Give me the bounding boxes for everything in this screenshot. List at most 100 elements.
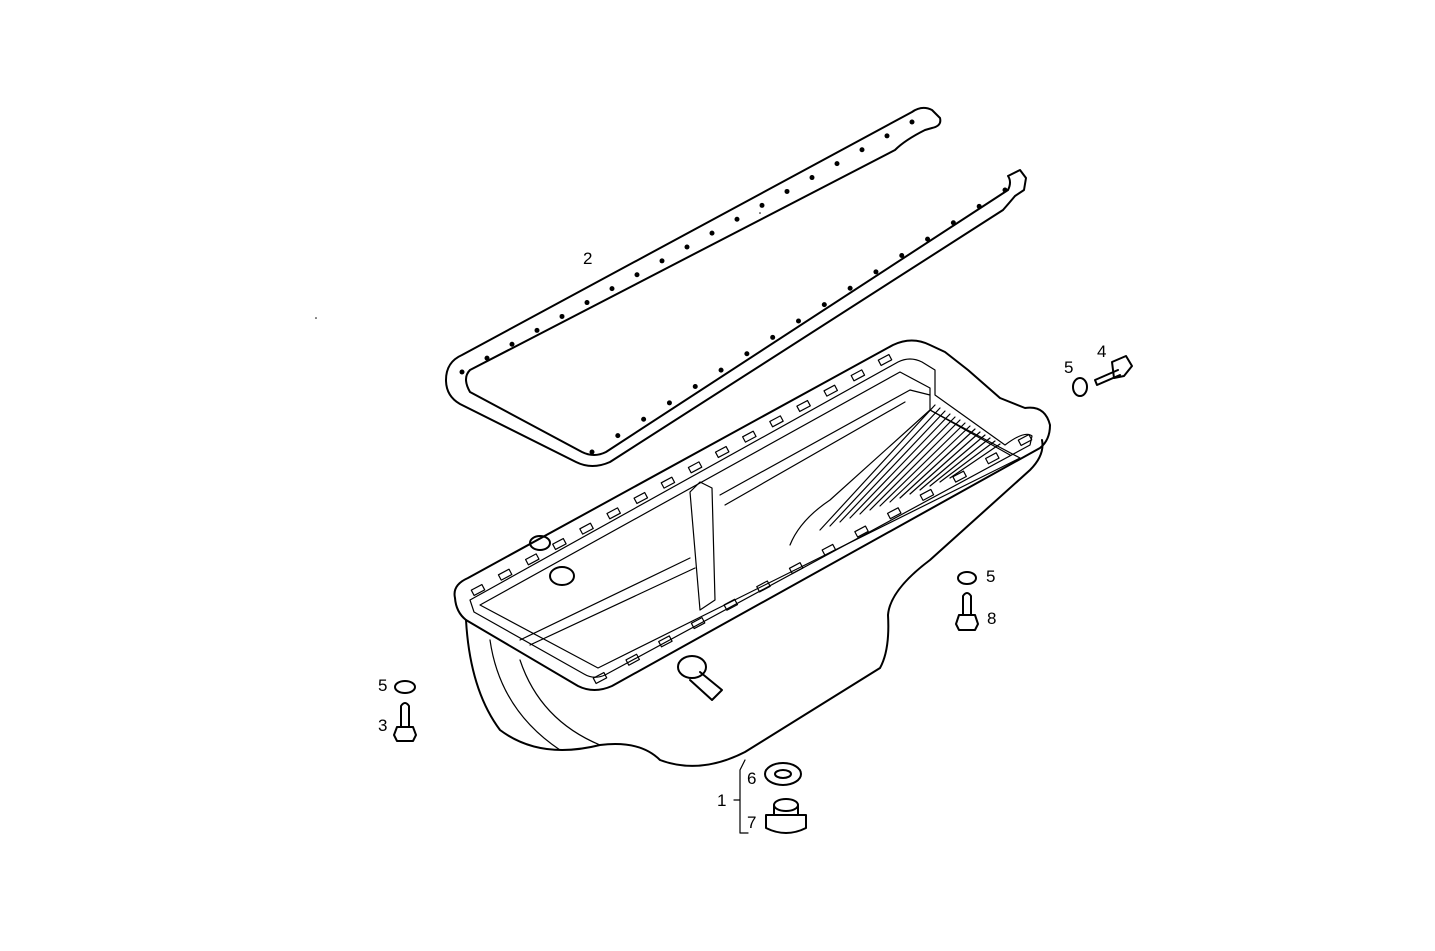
- gasket-hole: [909, 119, 915, 125]
- baffle-line: [889, 425, 971, 503]
- gasket-hole: [976, 203, 982, 209]
- baffle-line: [819, 404, 936, 531]
- gasket-hole: [666, 400, 672, 406]
- label-3: 3: [378, 716, 388, 735]
- gasket-hole: [734, 216, 740, 222]
- gasket-hole: [484, 355, 490, 361]
- rim-slot: [796, 399, 811, 413]
- baffle-line: [919, 434, 986, 491]
- gasket-hole: [692, 384, 698, 389]
- baffle-line: [859, 416, 956, 515]
- seal-ring-drawing: [764, 762, 802, 786]
- bolt-8-drawing: [955, 592, 979, 631]
- baffle-line: [939, 440, 996, 483]
- gasket-hole: [873, 269, 879, 275]
- rim-slot: [552, 537, 567, 551]
- gasket-hole: [684, 244, 690, 250]
- oil-pan-drawing: [453, 339, 1051, 767]
- label-7: 7: [747, 813, 757, 832]
- rim-slot: [985, 452, 1000, 465]
- rim-slot: [723, 598, 739, 611]
- gasket-hole: [641, 416, 647, 422]
- baffle-line: [949, 443, 1001, 479]
- gasket-hole: [584, 300, 590, 306]
- rim-slot: [470, 583, 486, 597]
- gasket-hole: [884, 133, 890, 139]
- rim-slot: [714, 445, 730, 459]
- baffle-line: [839, 410, 946, 523]
- baffle-line: [849, 413, 951, 519]
- label-5: 5: [1064, 358, 1074, 377]
- gasket-hole: [589, 449, 595, 455]
- gasket-hole: [709, 230, 715, 236]
- rim-slot: [497, 568, 513, 581]
- rim-slot: [690, 617, 706, 630]
- baffle-line: [909, 431, 981, 495]
- rim-slot: [821, 543, 837, 556]
- rim-slot: [579, 522, 594, 535]
- gasket-hole: [718, 367, 724, 373]
- gasket-hole: [859, 147, 865, 153]
- bolt-4-drawing: [1094, 355, 1133, 386]
- rim-slot: [823, 384, 839, 397]
- rim-slot: [524, 553, 540, 566]
- rim-slot: [886, 507, 902, 520]
- rim-slot: [919, 488, 935, 501]
- washer-5c-drawing: [394, 680, 416, 694]
- baffle-line: [869, 419, 961, 511]
- gasket-hole: [634, 272, 640, 278]
- label-8: 8: [987, 609, 997, 628]
- rim-slot: [606, 507, 621, 520]
- gasket-hole: [559, 313, 565, 319]
- gasket-hole: [834, 161, 840, 167]
- gasket-hole: [784, 188, 790, 194]
- rim-slot: [592, 671, 608, 685]
- rim-slot: [952, 470, 967, 483]
- gasket-hole: [925, 236, 931, 242]
- rim-slot: [756, 580, 771, 593]
- gasket-hole: [821, 302, 827, 308]
- gasket-hole: [950, 220, 956, 226]
- gasket-hole: [459, 369, 465, 375]
- item-1-bracket: [733, 759, 749, 834]
- gasket-hole: [744, 351, 750, 357]
- gasket-hole: [534, 327, 540, 333]
- gasket-hole: [509, 341, 515, 347]
- rim-slot: [877, 353, 893, 367]
- rim-slot: [658, 635, 673, 648]
- gasket-drawing: [445, 106, 1027, 467]
- gasket-hole: [1002, 187, 1008, 193]
- gasket-hole: [899, 253, 905, 258]
- gasket-hole: [609, 286, 615, 292]
- rim-slot: [660, 476, 676, 489]
- rim-slot: [769, 415, 784, 428]
- baffle-line: [879, 422, 966, 507]
- gasket-hole: [796, 318, 801, 324]
- label-5: 5: [378, 676, 388, 695]
- rim-slot: [633, 491, 649, 505]
- baffle-line: [899, 428, 976, 499]
- label-1: 1: [717, 791, 727, 810]
- rim-slot: [854, 525, 869, 538]
- rim-slot: [788, 562, 804, 575]
- rim-slot: [1017, 433, 1033, 447]
- gasket-hole: [770, 334, 776, 340]
- baffle-line: [829, 407, 941, 527]
- drain-plug-drawing: [765, 798, 807, 834]
- washer-5a-drawing: [1072, 377, 1088, 397]
- washer-5b-drawing: [957, 571, 977, 585]
- label-4: 4: [1097, 342, 1107, 361]
- rim-slot: [687, 461, 703, 474]
- rim-slot: [850, 369, 866, 382]
- baffle-line: [929, 437, 991, 487]
- gasket-hole: [759, 202, 765, 208]
- gasket-hole: [809, 175, 815, 181]
- gasket-hole: [847, 285, 853, 291]
- label-6: 6: [747, 769, 757, 788]
- bolt-3-drawing: [393, 702, 417, 742]
- rim-slot: [625, 653, 640, 666]
- gasket-hole: [659, 258, 665, 264]
- label-5: 5: [986, 567, 996, 586]
